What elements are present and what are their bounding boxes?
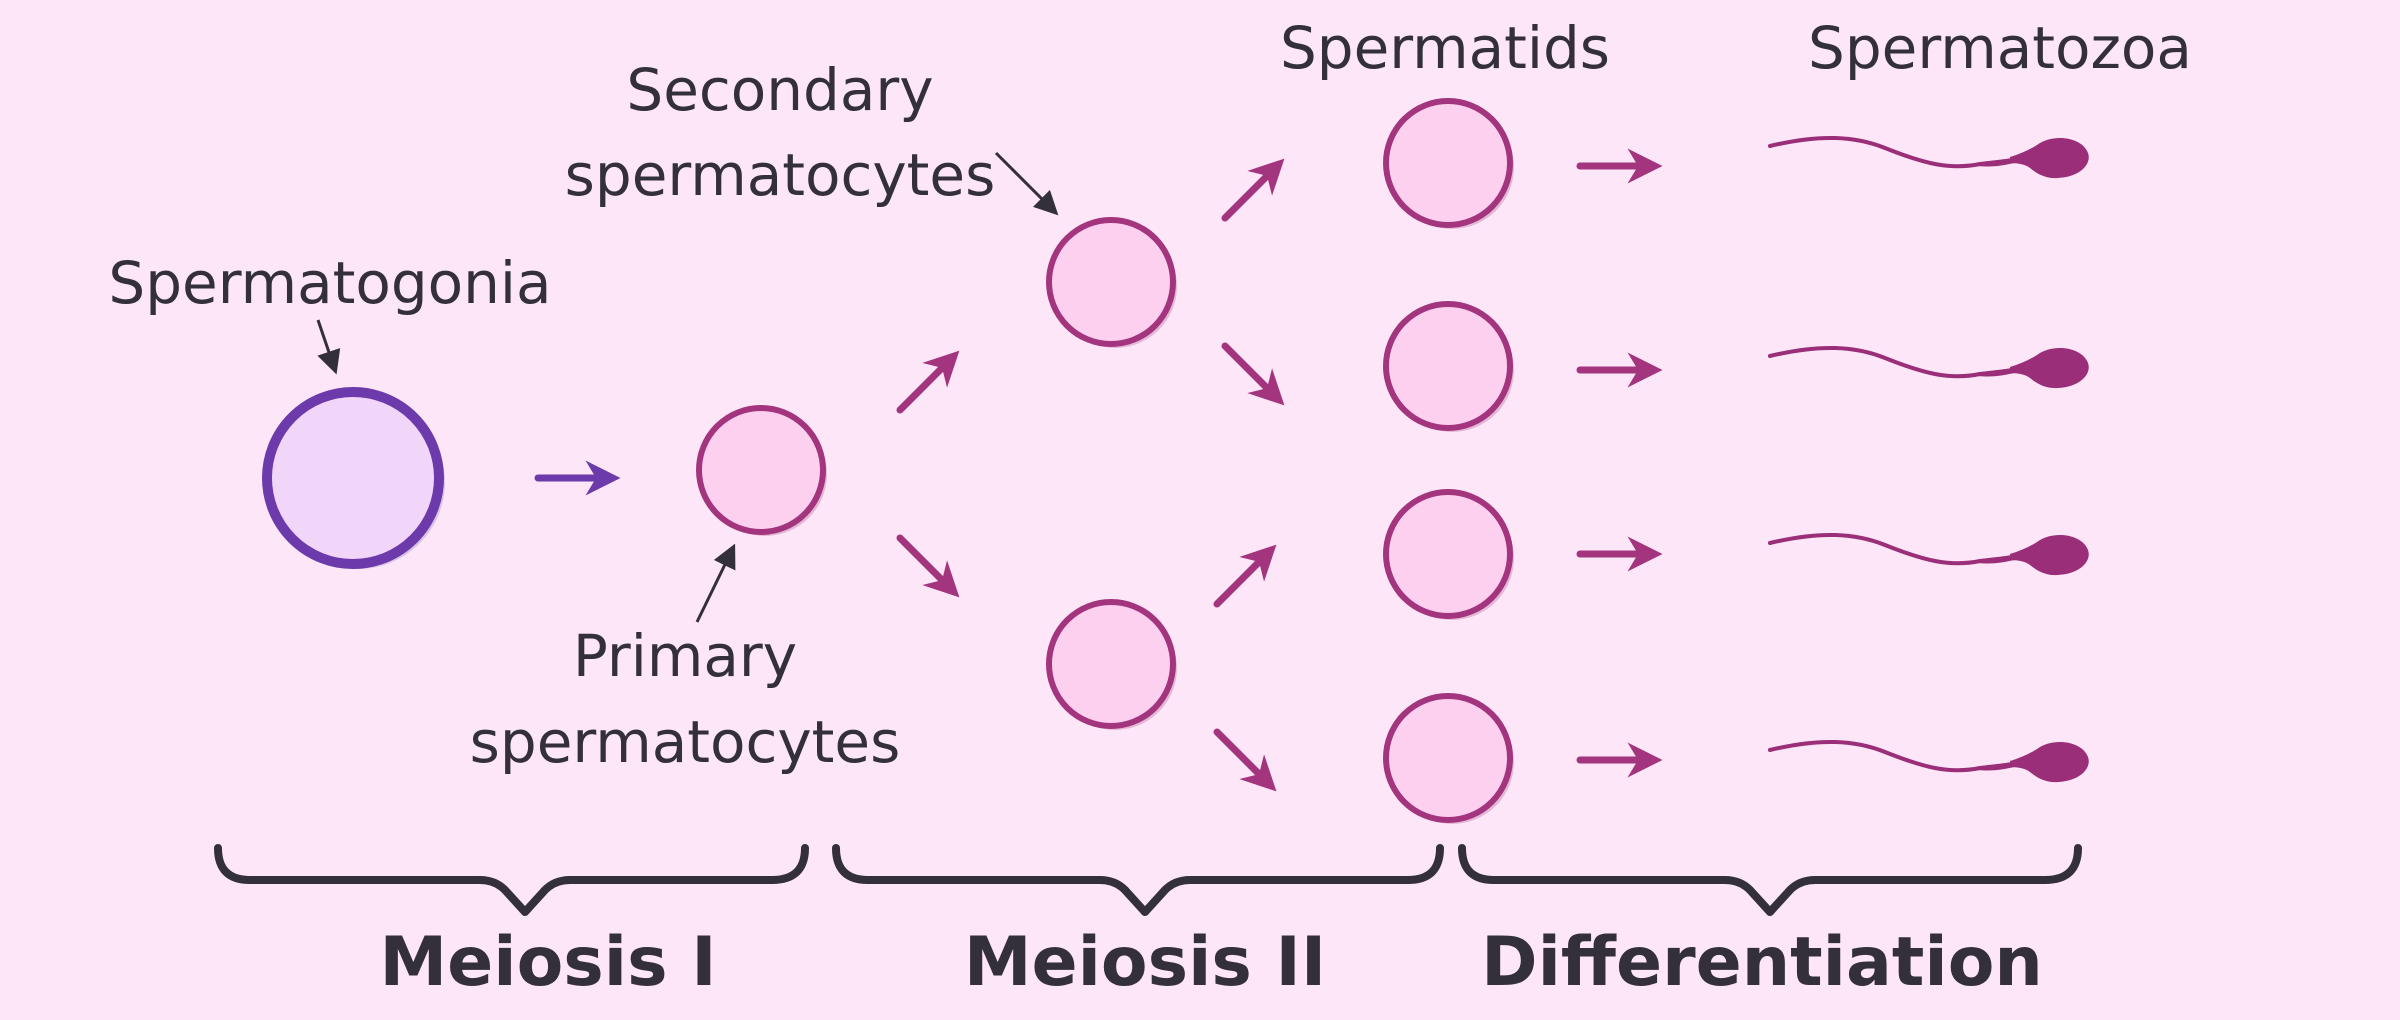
cell-spermatid (1383, 489, 1514, 620)
label-spermatogonia: Spermatogonia (108, 249, 551, 317)
label-primary-line1: Primary (573, 622, 797, 690)
label-secondary-line1: Secondary (626, 56, 933, 124)
label-spermatozoa: Spermatozoa (1808, 14, 2192, 82)
arrow-meiosis2-3 (1213, 544, 1277, 608)
cell-spermatogonium (262, 387, 445, 569)
pointer-arrow-spermatogonia (316, 319, 341, 375)
label-spermatids: Spermatids (1280, 14, 1610, 82)
arrow-meiosis2-2 (1221, 342, 1285, 406)
cell-spermatid (1383, 98, 1514, 229)
phase-meiosis-1: Meiosis I (379, 923, 716, 1002)
cell-spermatid (1383, 693, 1514, 824)
brace-differentiation (1458, 844, 2082, 916)
arrow-meiosis2-4 (1213, 728, 1277, 792)
brace-meiosis-1 (214, 844, 809, 916)
phase-meiosis-2: Meiosis II (964, 923, 1326, 1002)
label-primary-line2: spermatocytes (470, 708, 901, 776)
sperm-icon (1768, 135, 2089, 179)
cell-secondary-spermatocyte (1046, 599, 1177, 730)
label-secondary-line2: spermatocytes (565, 141, 996, 209)
cell-spermatid (1383, 301, 1514, 432)
arrow-meiosis1-down (896, 534, 960, 598)
arrow-meiosis1-up (896, 350, 960, 414)
pointer-arrow-secondary (994, 151, 1059, 216)
cell-primary-spermatocyte (696, 405, 827, 536)
phase-differentiation: Differentiation (1481, 923, 2043, 1002)
cell-secondary-spermatocyte (1046, 217, 1177, 348)
arrow-meiosis2-1 (1221, 158, 1285, 222)
brace-meiosis-2 (832, 844, 1444, 916)
pointer-arrow-primary (695, 543, 736, 623)
